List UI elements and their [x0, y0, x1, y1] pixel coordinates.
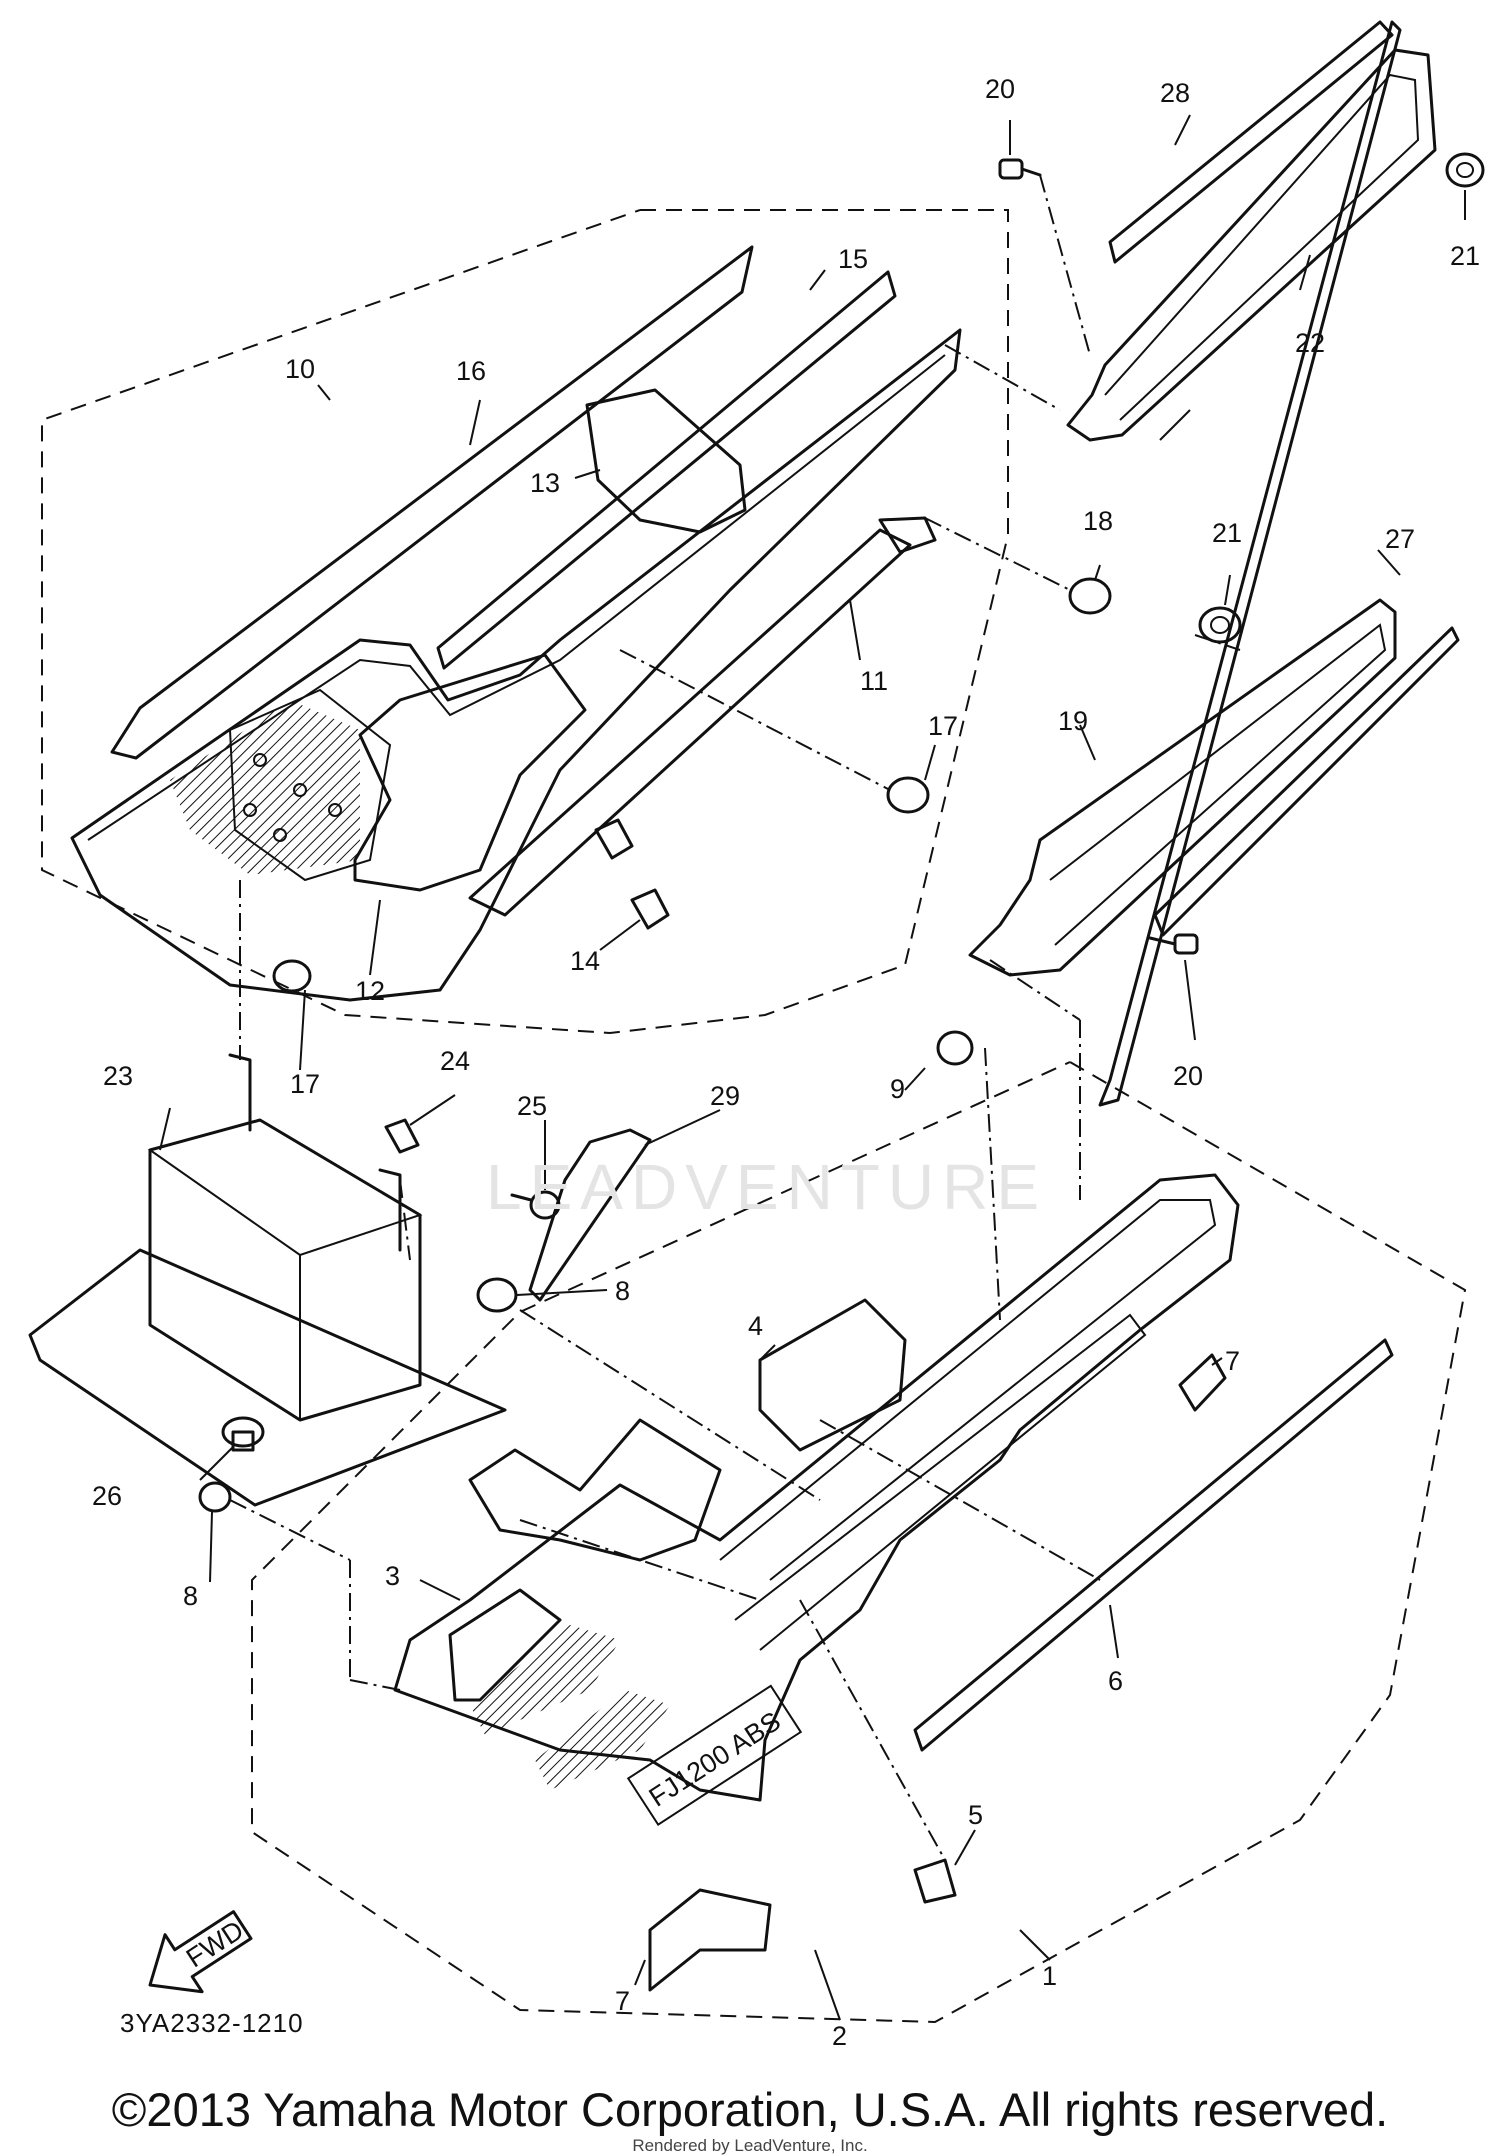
callout-6: 6: [1108, 1666, 1123, 1696]
part-22-cover: [1066, 48, 1437, 442]
callout-23: 23: [103, 1061, 133, 1091]
part-2-vent-b: [535, 1690, 670, 1790]
callout-10: 10: [285, 354, 315, 384]
callout-3: 3: [385, 1561, 400, 1591]
callout-17-lower: 17: [290, 1069, 320, 1099]
fwd-arrow-icon: FWD: [148, 1910, 253, 1994]
part-6-strip: [913, 1338, 1394, 1752]
callout-29: 29: [710, 1081, 740, 1111]
part-17-grommet-upper: [886, 776, 930, 814]
part-21-nut-lower: [1198, 606, 1242, 644]
part-3-backplate: [468, 1418, 722, 1562]
callout-5: 5: [968, 1800, 983, 1830]
callout-12: 12: [355, 976, 385, 1006]
part-29-strap: [528, 1128, 652, 1302]
callout-16: 16: [456, 356, 486, 386]
assembly-boundary-10: [41, 209, 1009, 1035]
callout-9: 9: [890, 1074, 905, 1104]
leader-lines: [159, 114, 1466, 2021]
callout-7-lower: 7: [615, 1986, 630, 2016]
part-7-footpad: [648, 1888, 772, 1992]
callout-21-upper: 21: [1450, 241, 1480, 271]
assembly-boundary-1: [251, 1061, 1467, 2024]
callout-26: 26: [92, 1481, 122, 1511]
part-18-grommet: [1068, 577, 1112, 615]
part-23-battery-box: [148, 1118, 422, 1422]
callout-17-upper: 17: [928, 711, 958, 741]
part-28-tape: [1098, 20, 1402, 1107]
part-10-mount-holes: [243, 753, 342, 842]
leadventure-watermark: LEADVENTURE: [486, 1151, 1047, 1223]
callout-27: 27: [1385, 524, 1415, 554]
part-21-nut-upper: [1445, 152, 1485, 188]
part-27-tape: [1153, 626, 1460, 937]
callout-labels: 1 2 3 4 5 6 7 7 8 8 9 10 11 12 13 14 15 …: [92, 74, 1480, 2051]
part-2-rail-frame: [734, 1313, 1147, 1651]
rendered-by-notice: Rendered by LeadVenture, Inc.: [632, 2136, 868, 2155]
part-14-clip-b: [630, 888, 670, 930]
part-2-inner-rail: [719, 1199, 1217, 1581]
callout-15: 15: [838, 244, 868, 274]
callout-8-upper: 8: [615, 1276, 630, 1306]
callout-24: 24: [440, 1046, 470, 1076]
part-7-strip-upper: [1178, 1353, 1227, 1412]
callout-20-lower: 20: [1173, 1061, 1203, 1091]
callout-21-lower: 21: [1212, 518, 1242, 548]
part-17-grommet-lower: [272, 959, 312, 993]
part-8-grommet-upper: [476, 1277, 518, 1313]
part-2-side-cover: [393, 1173, 1240, 1802]
part-11-rod: [468, 528, 912, 917]
part-13-pad: [585, 388, 747, 534]
part-23-box-rim: [147, 1118, 423, 1420]
part-12-block: [353, 653, 587, 892]
part-19-inner: [1049, 623, 1387, 946]
callout-2: 2: [832, 2021, 847, 2051]
callout-19: 19: [1058, 706, 1088, 736]
part-24-clip: [384, 1118, 420, 1154]
callout-14: 14: [570, 946, 600, 976]
part-10-grommet-plate: [228, 688, 392, 882]
part-16-tape: [110, 245, 754, 760]
callout-13: 13: [530, 468, 560, 498]
part-14-clip-a: [594, 818, 634, 860]
part-2-vent-a: [470, 1625, 620, 1735]
callout-4: 4: [748, 1311, 763, 1341]
callout-7-upper: 7: [1225, 1346, 1240, 1376]
part-9-grommet: [936, 1030, 974, 1066]
callout-25: 25: [517, 1091, 547, 1121]
callout-28: 28: [1160, 78, 1190, 108]
part-10-side-cover: [70, 328, 962, 1002]
part-4-pad: [758, 1298, 907, 1452]
part-5-clip: [913, 1858, 957, 1904]
callout-22: 22: [1295, 328, 1325, 358]
part-11-rod-end: [878, 516, 937, 554]
part-20-bolt-upper: [998, 158, 1042, 180]
callout-20-upper: 20: [985, 74, 1015, 104]
diagram-code: 3YA2332-1210: [120, 2008, 304, 2038]
callout-11: 11: [860, 666, 888, 696]
part-25-screw: [510, 1190, 561, 1220]
part-10-hatched-panel: [170, 700, 360, 875]
relation-lines: [229, 174, 1241, 1861]
copyright-notice: ©2013 Yamaha Motor Corporation, U.S.A. A…: [111, 2083, 1389, 2136]
part-26-grommet: [221, 1416, 265, 1452]
part-15-strip: [436, 270, 897, 670]
part-22-inner: [1104, 73, 1420, 421]
callout-1: 1: [1042, 1961, 1057, 1991]
callout-8-lower: 8: [183, 1581, 198, 1611]
part-28-strip: [1108, 20, 1394, 264]
part-19-cover: [968, 598, 1397, 977]
part-20-bolt-lower: [1148, 933, 1199, 955]
part-23-bracket: [228, 1053, 402, 1252]
callout-18: 18: [1083, 506, 1113, 536]
part-8-grommet-lower: [198, 1481, 232, 1513]
part-3-insert: [448, 1588, 562, 1702]
part-23-base-plate: [28, 1248, 507, 1507]
